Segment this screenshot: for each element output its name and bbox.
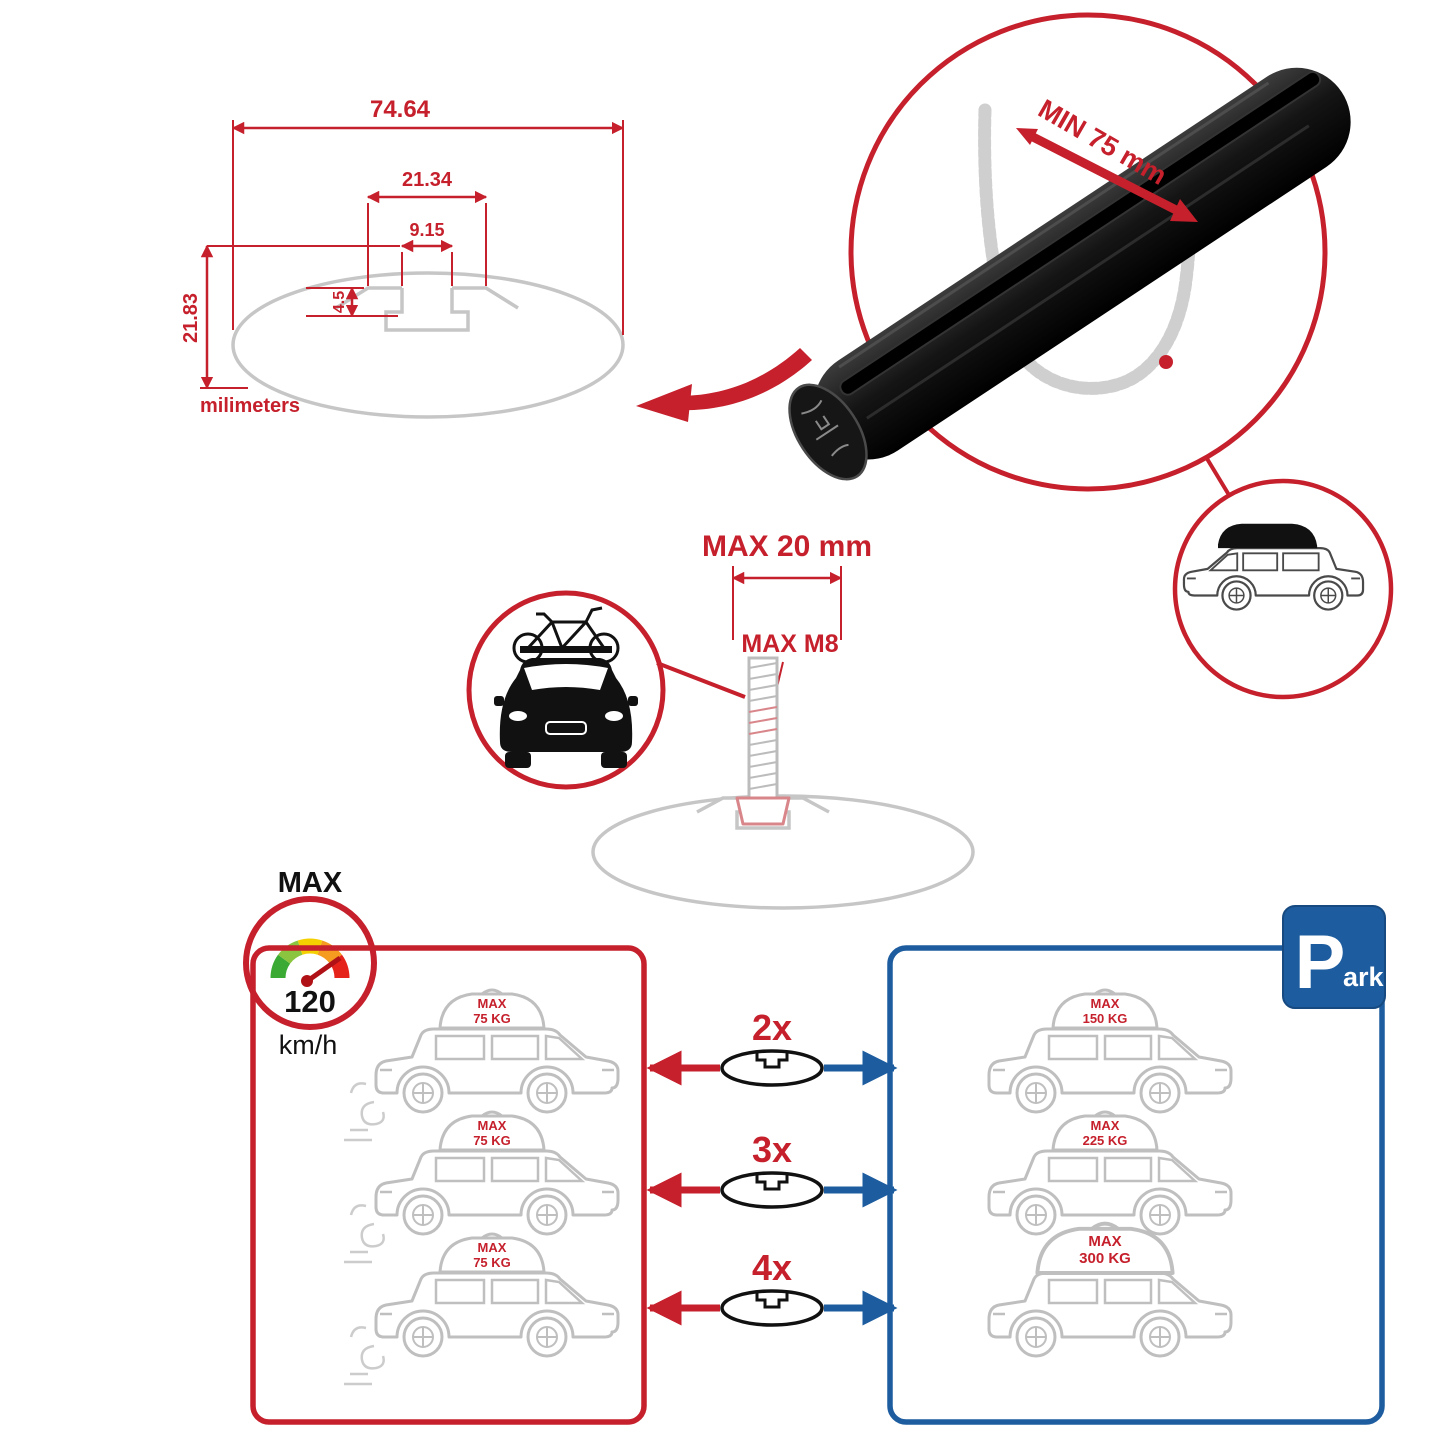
parking-sign-plate [1282, 905, 1386, 1009]
max-thread-label: MAX M8 [741, 630, 838, 658]
cargo-label-max: MAX [1088, 1233, 1121, 1250]
crossbar-count-icon [720, 1049, 824, 1087]
suv-roofbox-icon [1182, 523, 1365, 611]
dim-slot-outer-label: 21.34 [402, 169, 453, 191]
min-span-arrow-icon [1016, 128, 1198, 222]
profile-t-slot [384, 288, 470, 332]
curved-pointer-arrow-icon [636, 348, 812, 422]
parking-sign: P ark [1282, 905, 1386, 1009]
cargo-label-weight: 75 KG [473, 1011, 511, 1026]
unit-label: milimeters [200, 395, 300, 417]
cargo-label-max: MAX [478, 996, 507, 1011]
bolt-detail: MAX 20 mm MAX M8 [466, 530, 975, 910]
cargo-label-max: MAX [478, 1240, 507, 1255]
speedometer-gauge-icon [270, 938, 350, 987]
parked-load-panel: MAX 150 KG MAX 225 KG MAX 300 KG P ark [887, 905, 1386, 1425]
multiplier-label: 2x [752, 1007, 792, 1048]
crossbar-cross-section-drawing: 74.64 21.34 9.15 4.5 21.83 milimeters [180, 96, 812, 422]
attachment-point-dot [1159, 355, 1173, 369]
driving-load-panel: MAX 75 KG MAX 75 KG MAX 75 KG [250, 945, 647, 1425]
crossbar-3d-detail: MIN 75 mm [788, 12, 1394, 700]
dim-slot-inner-label: 9.15 [409, 220, 444, 240]
bolt-icon [735, 656, 791, 826]
detail-circle [848, 12, 1328, 492]
dim-total-height-label: 21.83 [180, 293, 202, 343]
car-front-icon [494, 646, 638, 768]
u-bolt-bracket-icon [978, 103, 1196, 395]
cargo-label-weight: 225 KG [1083, 1133, 1128, 1148]
red-panel-border [250, 945, 647, 1425]
speed-value: 120 [284, 984, 336, 1019]
speed-circle [243, 896, 377, 1030]
cargo-label-weight: 75 KG [473, 1133, 511, 1148]
connector-line [656, 661, 746, 699]
bike-car-callout [466, 590, 746, 790]
cargo-label-max: MAX [1091, 1118, 1120, 1133]
crossbar-3d-icon [788, 67, 1351, 481]
connector-line [1204, 455, 1231, 497]
cargo-label-weight: 150 KG [1083, 1011, 1128, 1026]
profile-ellipse-small [591, 794, 975, 910]
multiplier-column: 2x 3x 4x [646, 1007, 898, 1327]
dim-step-label: 4.5 [331, 291, 348, 313]
dim-total-width-label: 74.64 [370, 96, 431, 123]
max-length-label: MAX 20 mm [702, 530, 872, 563]
suv-roofbox-callout [1172, 478, 1394, 700]
crossbar-count-icon [720, 1289, 824, 1327]
parking-sign-suffix: ark [1343, 962, 1385, 992]
multiplier-label: 4x [752, 1247, 792, 1288]
multiplier-label: 3x [752, 1129, 792, 1170]
speed-limit-badge: MAX 120 km/h [243, 867, 377, 1060]
speed-unit: km/h [279, 1030, 338, 1060]
cargo-label-weight: 300 KG [1079, 1250, 1131, 1267]
crossbar-count-icon [720, 1171, 824, 1209]
cargo-label-weight: 75 KG [473, 1255, 511, 1270]
blue-panel-border [887, 945, 1385, 1425]
speed-max-label: MAX [278, 867, 343, 899]
cargo-label-max: MAX [478, 1118, 507, 1133]
cargo-label-max: MAX [1091, 996, 1120, 1011]
profile-ellipse [231, 271, 625, 419]
parking-sign-letter: P [1295, 920, 1346, 1005]
